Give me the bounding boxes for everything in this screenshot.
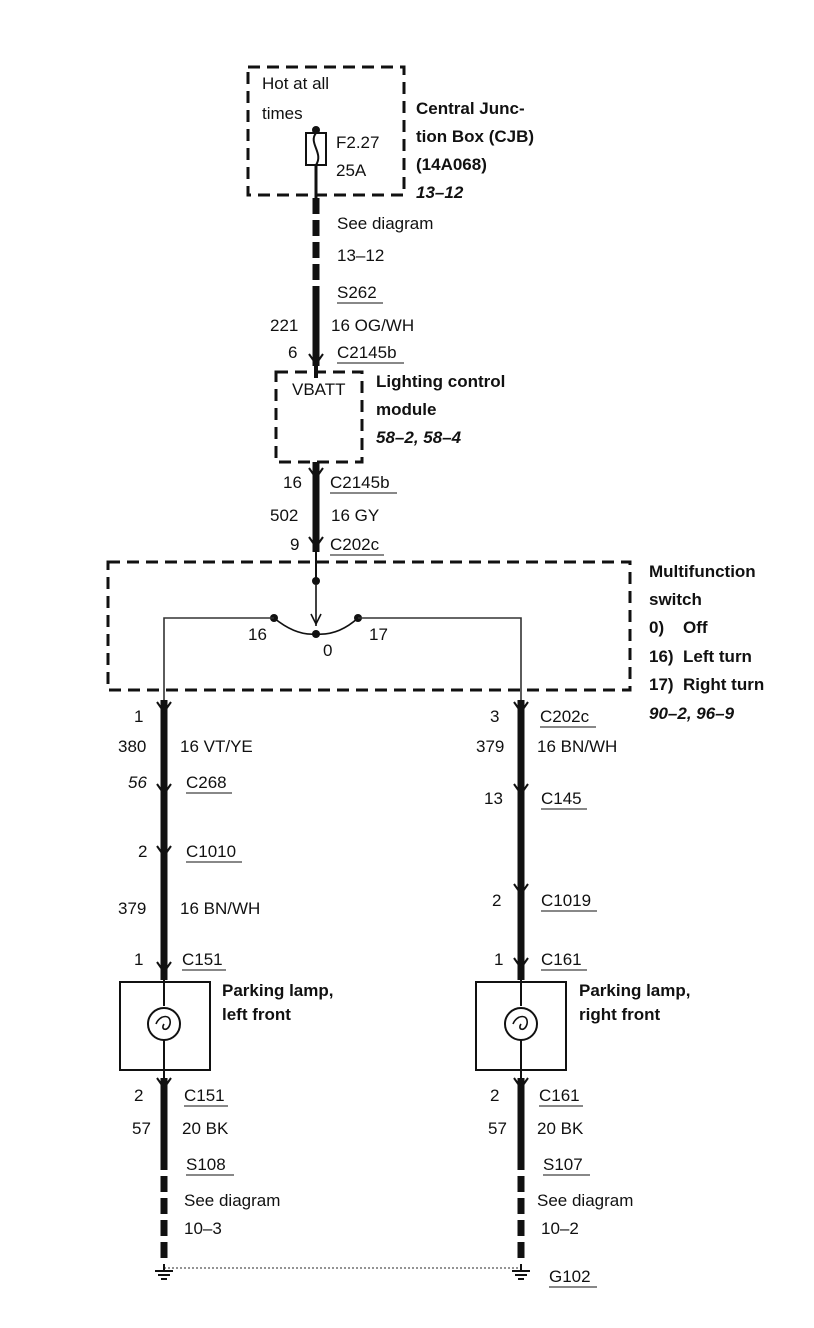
switch-name-2: switch — [649, 590, 702, 609]
bulb-icon — [504, 980, 538, 1078]
switch-ref: 90–2, 96–9 — [649, 704, 735, 723]
connector-chevron-icon — [513, 957, 529, 970]
wire-221-color: 16 OG/WH — [331, 316, 414, 335]
lamp-right-name-2: right front — [579, 1005, 661, 1024]
lcm-name-1: Lighting control — [376, 372, 505, 391]
connector-chevron-icon — [308, 353, 324, 366]
connector-c1019: C1019 — [541, 891, 591, 910]
see-diagram-left-1: See diagram — [184, 1191, 280, 1210]
c202c-pin-3: 3 — [490, 707, 499, 726]
connector-c145: C145 — [541, 789, 582, 808]
connector-c202c-in: C202c — [330, 535, 380, 554]
circuit-379-left: 379 — [118, 899, 146, 918]
c202c-pin-1: 1 — [134, 707, 143, 726]
lcm-pin-label: VBATT — [292, 380, 346, 399]
c1019-pin-2: 2 — [492, 891, 501, 910]
fuse-id: F2.27 — [336, 133, 379, 152]
lamp-right-name-1: Parking lamp, — [579, 981, 690, 1000]
cjb-hot-label-1: Hot at all — [262, 74, 329, 93]
connector-chevron-icon — [156, 845, 172, 858]
connector-chevron-icon — [156, 1077, 172, 1090]
lamp-left-name-1: Parking lamp, — [222, 981, 333, 1000]
bulb-icon — [147, 980, 181, 1078]
cjb-name-1: Central Junc- — [416, 99, 525, 118]
c268-pin-56: 56 — [128, 773, 147, 792]
cjb-part: (14A068) — [416, 155, 487, 174]
ground-g102: G102 — [549, 1267, 591, 1286]
connector-chevron-icon — [513, 783, 529, 796]
switch-box — [106, 560, 632, 692]
connector-c268: C268 — [186, 773, 227, 792]
connector-chevron-icon — [513, 883, 529, 896]
c161-pin-1: 1 — [494, 950, 503, 969]
c161-pin-2: 2 — [490, 1086, 499, 1105]
wire-57-right-color: 20 BK — [537, 1119, 584, 1138]
switch-pos-0: 0 — [323, 641, 332, 660]
circuit-221: 221 — [270, 316, 298, 335]
lcm-name-2: module — [376, 400, 436, 419]
wire-380-color: 16 VT/YE — [180, 737, 253, 756]
circuit-57-left: 57 — [132, 1119, 151, 1138]
circuit-379-right: 379 — [476, 737, 504, 756]
cjb-hot-label-2: times — [262, 104, 303, 123]
switch-pos-16: 16 — [248, 625, 267, 644]
c2145b-pin-6: 6 — [288, 343, 297, 362]
c151-pin-1: 1 — [134, 950, 143, 969]
fuse-rating: 25A — [336, 161, 367, 180]
ground-icon — [155, 1264, 173, 1280]
switch-pos-17: 17 — [369, 625, 388, 644]
connector-c151-bottom: C151 — [184, 1086, 225, 1105]
see-diagram-right-1: See diagram — [537, 1191, 633, 1210]
connector-c161-bottom: C161 — [539, 1086, 580, 1105]
see-diagram-right-2: 10–2 — [541, 1219, 579, 1238]
connector-c151-top: C151 — [182, 950, 223, 969]
c1010-pin-2: 2 — [138, 842, 147, 861]
connector-chevron-icon — [308, 467, 324, 480]
connector-c2145b-in: C2145b — [337, 343, 397, 362]
connector-c161-top: C161 — [541, 950, 582, 969]
switch-contacts — [163, 552, 522, 700]
c202c-pin-9: 9 — [290, 535, 299, 554]
wire-502-color: 16 GY — [331, 506, 379, 525]
circuit-57-right: 57 — [488, 1119, 507, 1138]
splice-s262: S262 — [337, 283, 377, 302]
lamp-left-name-2: left front — [222, 1005, 291, 1024]
connector-chevron-icon — [156, 783, 172, 796]
circuit-380: 380 — [118, 737, 146, 756]
wire-379-right-color: 16 BN/WH — [537, 737, 617, 756]
circuit-502: 502 — [270, 506, 298, 525]
connector-chevron-icon — [513, 1077, 529, 1090]
switch-legend-off: 0) Off — [649, 618, 708, 637]
cjb-box — [246, 65, 406, 197]
splice-s107: S107 — [543, 1155, 583, 1174]
wire-57-left-color: 20 BK — [182, 1119, 229, 1138]
fuse-icon — [305, 126, 327, 166]
see-diagram-left-2: 10–3 — [184, 1219, 222, 1238]
switch-name-1: Multifunction — [649, 562, 756, 581]
cjb-name-2: tion Box (CJB) — [416, 127, 534, 146]
connector-chevron-icon — [156, 961, 172, 974]
c145-pin-13: 13 — [484, 789, 503, 808]
wire-379-left-color: 16 BN/WH — [180, 899, 260, 918]
ground-icon — [512, 1264, 530, 1280]
connector-chevron-icon — [308, 536, 324, 549]
switch-legend-left: 16) Left turn — [649, 647, 752, 666]
see-diagram-upper-2: 13–12 — [337, 246, 384, 265]
see-diagram-upper-1: See diagram — [337, 214, 433, 233]
connector-c202c-out: C202c — [540, 707, 590, 726]
c151-pin-2: 2 — [134, 1086, 143, 1105]
connector-chevron-icon — [513, 701, 529, 714]
splice-s108: S108 — [186, 1155, 226, 1174]
lcm-ref: 58–2, 58–4 — [376, 428, 462, 447]
connector-c2145b-out: C2145b — [330, 473, 390, 492]
cjb-ref: 13–12 — [416, 183, 464, 202]
connector-c1010: C1010 — [186, 842, 236, 861]
switch-legend-right: 17) Right turn — [649, 675, 764, 694]
connector-chevron-icon — [156, 701, 172, 714]
c2145b-pin-16: 16 — [283, 473, 302, 492]
